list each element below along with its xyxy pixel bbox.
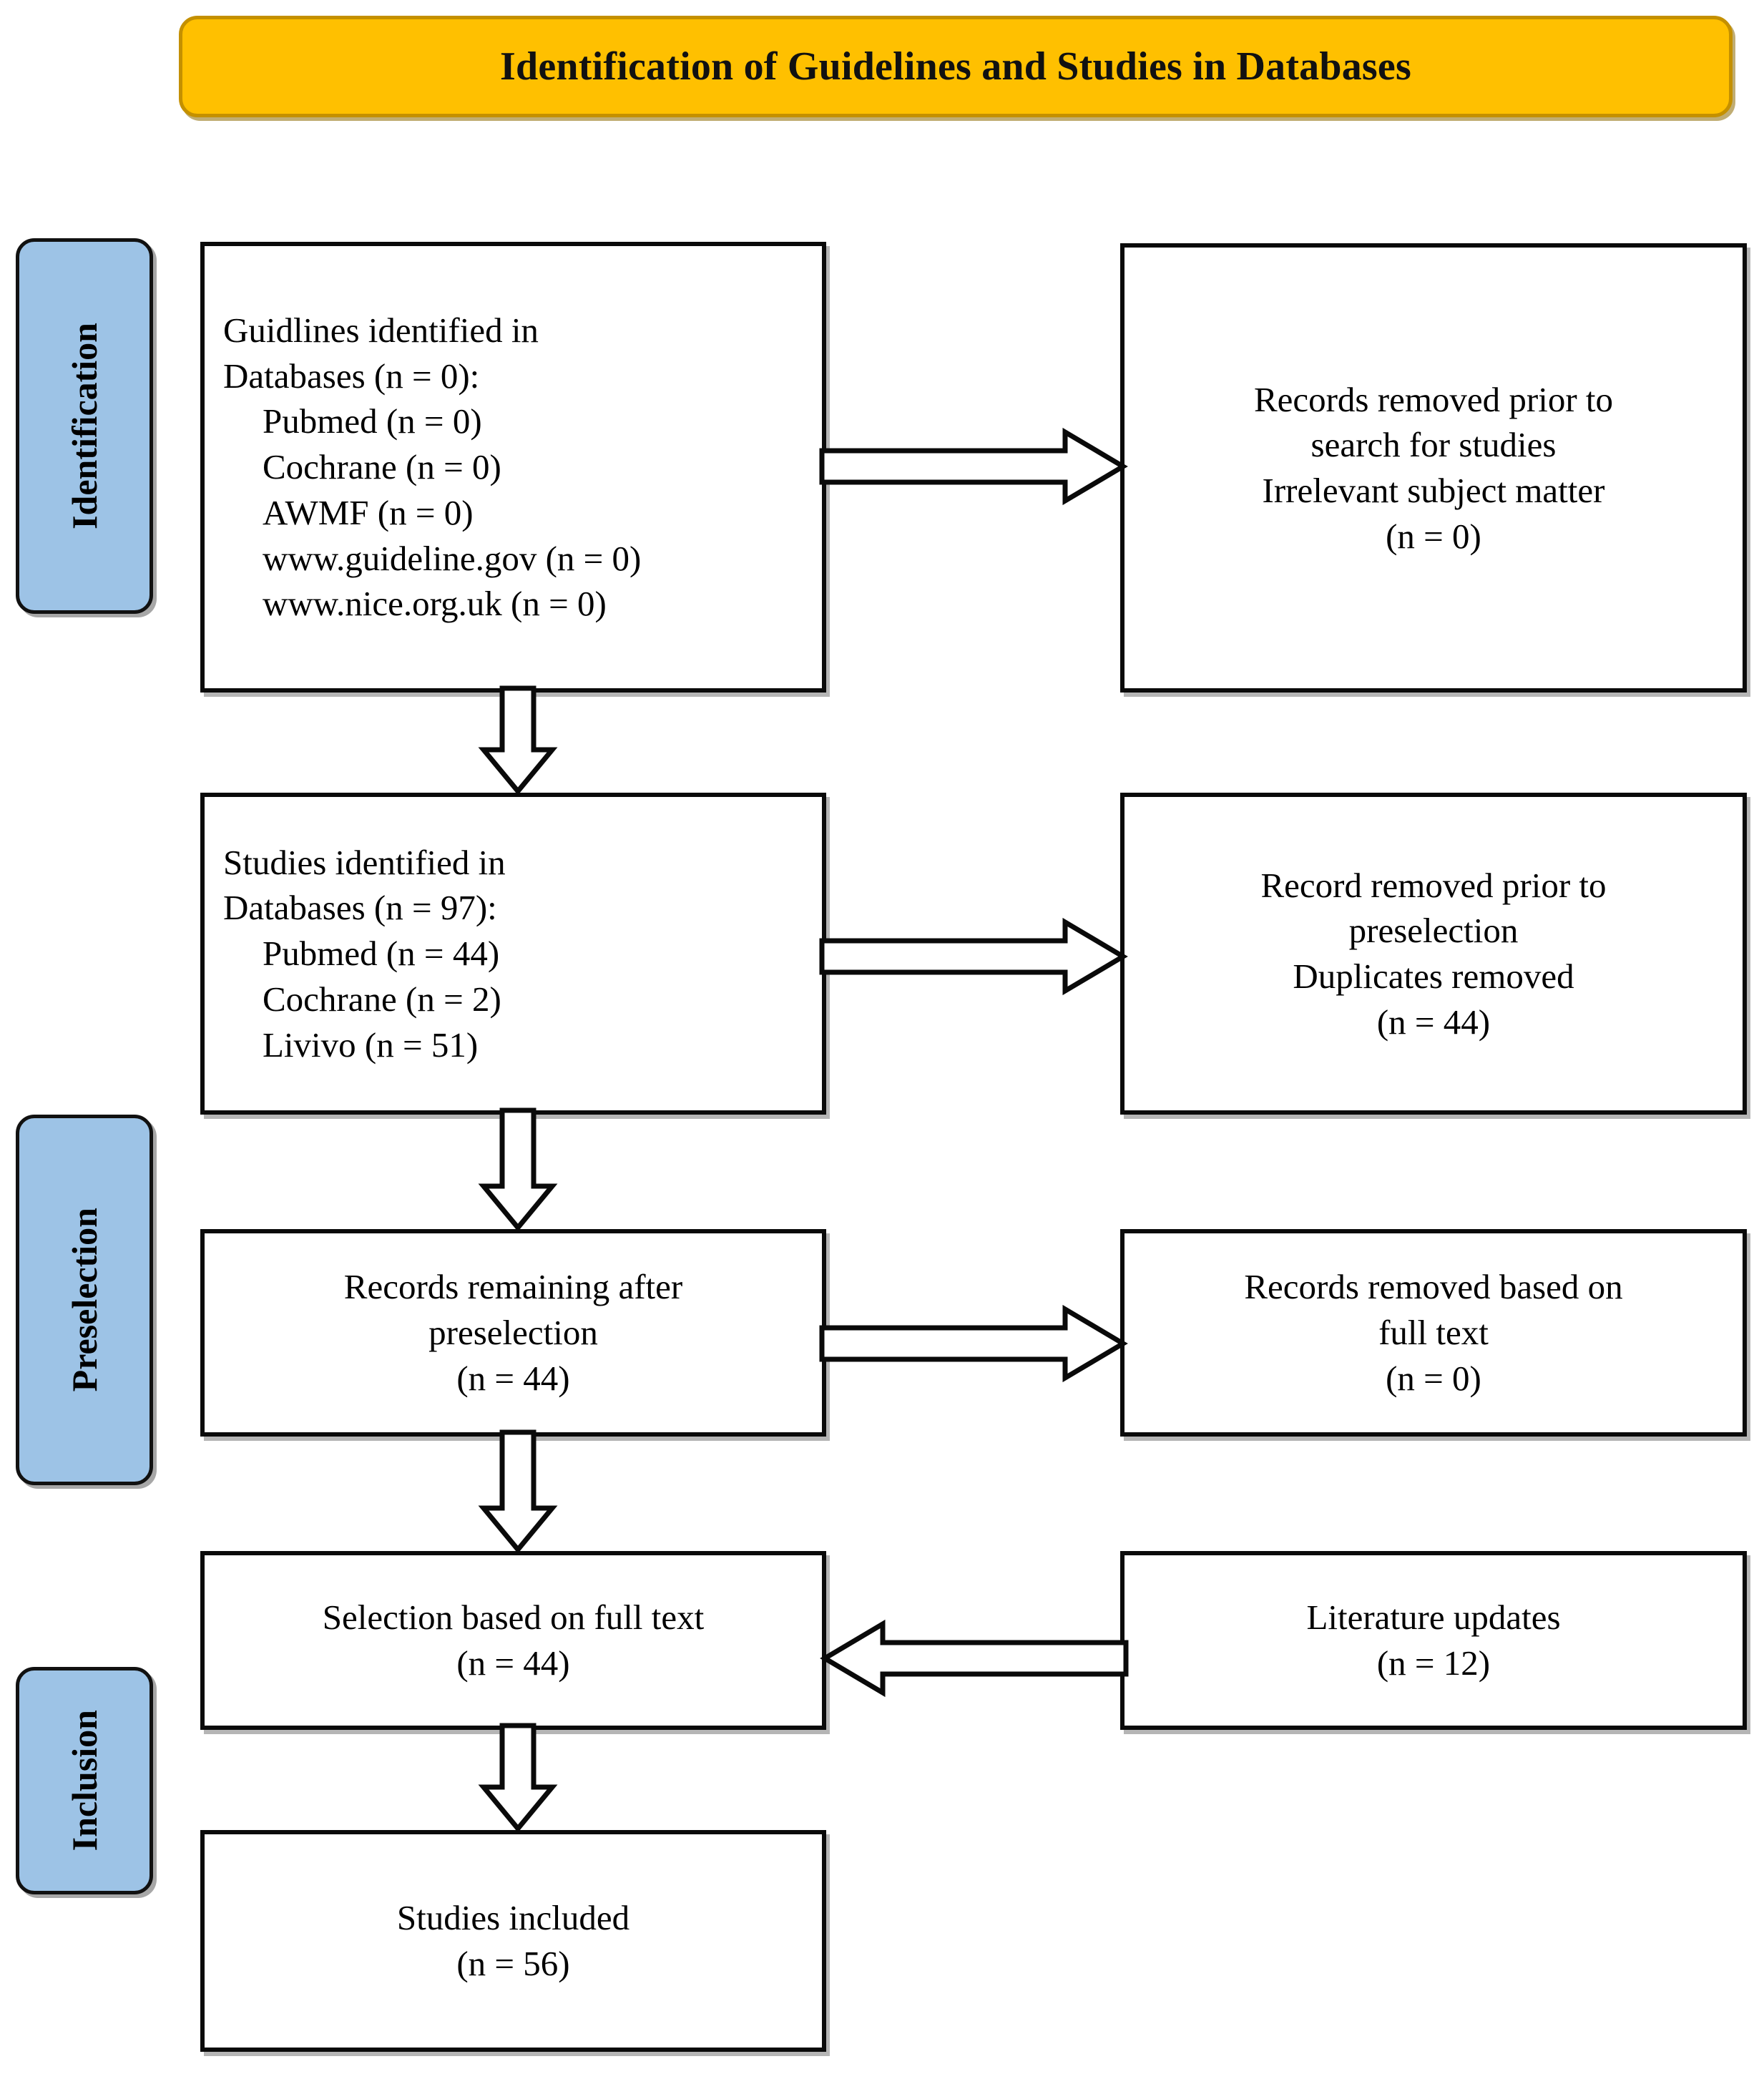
box-text-line: www.nice.org.uk (n = 0) (263, 584, 607, 624)
box-text-line: full text (1378, 1313, 1489, 1353)
arrow-studies-to-remaining-icon (478, 1107, 558, 1232)
arrow-remaining-to-removed-fulltext-icon (819, 1304, 1128, 1383)
box-text-line: Records removed based on (1244, 1267, 1623, 1307)
box-text-line: (n = 44) (456, 1358, 570, 1398)
box-text-line: (n = 44) (1376, 1002, 1491, 1042)
box-literature-text: Literature updates (n = 12) (1288, 1595, 1579, 1686)
box-records-removed-prior-search: Records removed prior to search for studi… (1120, 243, 1747, 693)
stage-preselection: Preselection (16, 1115, 153, 1485)
box-text-line: search for studies (1310, 425, 1557, 465)
box-text-line: (n = 44) (456, 1643, 570, 1683)
box-text-line: Record removed prior to (1260, 865, 1607, 905)
box-records-removed-full-text: Records removed based on full text (n = 0) (1120, 1229, 1747, 1437)
box-included-text: Studies included (n = 56) (378, 1895, 648, 1986)
banner-title: Identification of Guidelines and Studies… (500, 44, 1411, 89)
box-text-line: Studies identified in (223, 842, 506, 882)
box-selection-full-text: Selection based on full text (n = 44) (200, 1551, 826, 1730)
box-text-line: Databases (n = 97): (223, 888, 497, 928)
box-remaining-text: Records remaining after preselection (n = … (325, 1264, 701, 1401)
box-text-line: Guidlines identified in (223, 310, 539, 351)
box-text-line: (n = 0) (1386, 1358, 1481, 1398)
arrow-guidelines-to-records-removed-icon (819, 427, 1128, 506)
box-text-line: Pubmed (n = 44) (263, 934, 500, 974)
box-literature-updates: Literature updates (n = 12) (1120, 1551, 1747, 1730)
box-text-line: Selection based on full text (322, 1598, 705, 1638)
stage-inclusion: Inclusion (16, 1667, 153, 1894)
box-text-line: Studies included (396, 1898, 630, 1938)
box-guidelines-identified: Guidlines identified in Databases (n = 0)… (200, 242, 826, 693)
stage-inclusion-label: Inclusion (64, 1710, 104, 1851)
stage-identification-label: Identification (64, 323, 104, 529)
arrow-remaining-to-selection-icon (478, 1429, 558, 1554)
box-studies-included: Studies included (n = 56) (200, 1830, 826, 2052)
box-text-line: Literature updates (1306, 1598, 1561, 1638)
box-records-remaining: Records remaining after preselection (n = … (200, 1229, 826, 1437)
box-records-removed-text: Records removed prior to search for studi… (1235, 377, 1632, 559)
box-text-line: www.guideline.gov (n = 0) (263, 538, 642, 578)
arrow-studies-to-record-removed-icon (819, 917, 1128, 996)
box-text-line: Records removed prior to (1253, 379, 1614, 419)
box-studies-identified: Studies identified in Databases (n = 97):… (200, 793, 826, 1115)
box-guidelines-text: Guidlines identified in Databases (n = 0)… (205, 308, 822, 627)
box-removed-fulltext-text: Records removed based on full text (n = 0) (1225, 1264, 1641, 1401)
box-text-line: Cochrane (n = 2) (263, 979, 501, 1019)
box-text-line: Irrelevant subject matter (1262, 471, 1605, 510)
box-text-line: Pubmed (n = 0) (263, 401, 482, 441)
box-text-line: AWMF (n = 0) (263, 492, 474, 532)
box-text-line: preselection (428, 1313, 598, 1353)
box-text-line: preselection (1348, 911, 1519, 951)
box-selection-text: Selection based on full text (n = 44) (304, 1595, 722, 1686)
box-text-line: Duplicates removed (1293, 957, 1574, 996)
arrow-guidelines-to-studies-icon (478, 685, 558, 796)
arrow-literature-to-selection-icon (820, 1619, 1129, 1698)
box-text-line: (n = 12) (1376, 1643, 1491, 1683)
box-text-line: Records remaining after (343, 1267, 683, 1307)
arrow-selection-to-included-icon (478, 1723, 558, 1833)
diagram-banner: Identification of Guidelines and Studies… (179, 16, 1733, 117)
box-text-line: (n = 56) (456, 1944, 570, 1983)
box-text-line: (n = 0) (1386, 516, 1481, 556)
box-text-line: Cochrane (n = 0) (263, 447, 501, 487)
box-text-line: Databases (n = 0): (223, 356, 480, 396)
stage-preselection-label: Preselection (64, 1208, 104, 1392)
box-text-line: Livivo (n = 51) (263, 1024, 479, 1065)
box-studies-text: Studies identified in Databases (n = 97):… (205, 840, 822, 1067)
stage-identification: Identification (16, 238, 153, 614)
